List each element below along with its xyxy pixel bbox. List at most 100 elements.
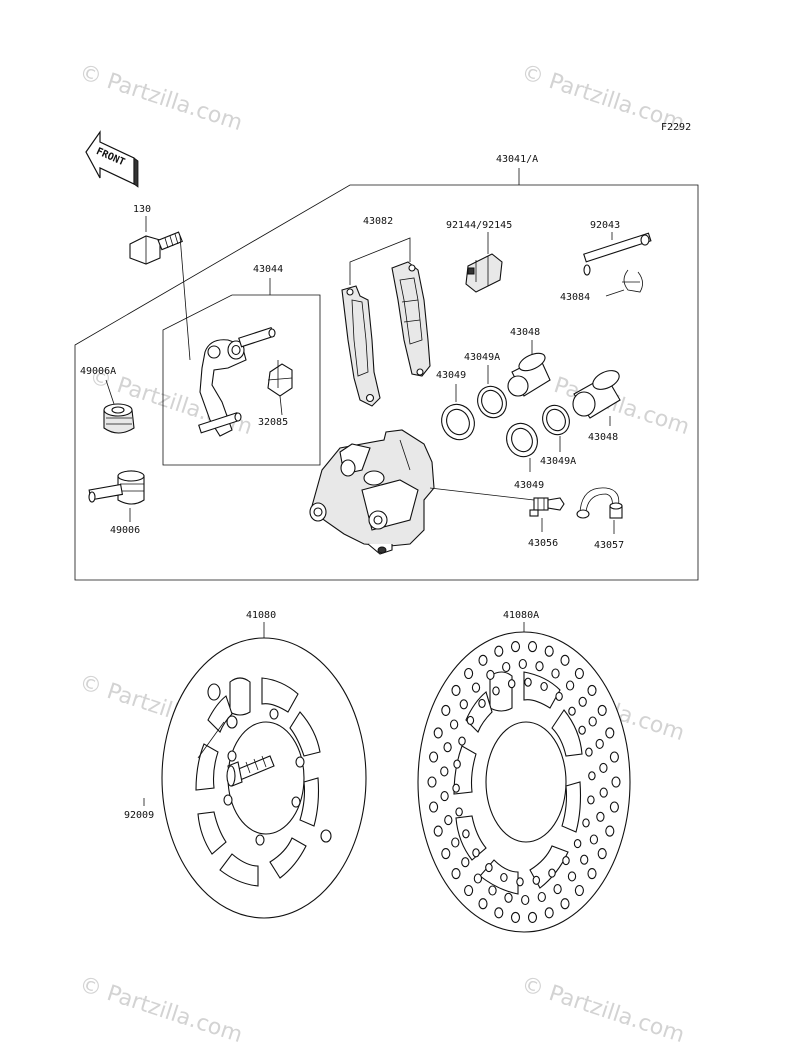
drill-hole [466, 715, 475, 725]
drill-hole [587, 684, 597, 696]
callout-43049A-bottom: 43049A [540, 456, 576, 467]
drill-hole [441, 704, 451, 716]
brake-pad-43082-right [391, 261, 431, 377]
drill-hole [440, 791, 449, 802]
drill-hole [494, 907, 504, 919]
drill-hole [548, 868, 556, 878]
drill-hole [443, 742, 452, 753]
drill-hole [587, 868, 597, 880]
drill-hole [472, 848, 480, 858]
drill-hole [585, 747, 593, 757]
drill-hole [595, 738, 604, 749]
drill-hole [605, 727, 615, 739]
caliper-bracket-43044 [198, 326, 276, 437]
drill-hole [560, 654, 570, 666]
drill-hole [451, 684, 461, 696]
callout-43048-bottom: 43048 [588, 432, 618, 443]
brake-disc-41080A [417, 631, 631, 933]
drill-hole [599, 787, 608, 798]
drill-hole [578, 725, 586, 735]
drill-hole [544, 907, 554, 919]
drill-hole [555, 691, 563, 701]
seal-43049A-top [477, 385, 507, 419]
callout-43048-top: 43048 [510, 327, 540, 338]
drill-hole [597, 848, 607, 860]
drill-hole [567, 871, 577, 882]
caliper-assembly-box [74, 168, 699, 581]
drill-hole [540, 681, 548, 692]
drill-hole [502, 661, 511, 673]
callout-41080A: 41080A [503, 610, 539, 621]
drill-hole [524, 677, 532, 687]
drill-hole [441, 848, 451, 860]
drill-hole [537, 891, 546, 903]
drill-hole [507, 679, 516, 689]
drill-hole [516, 877, 524, 887]
seal-43049A-bottom [542, 404, 570, 436]
drill-hole [485, 863, 493, 873]
bleed-valve-43056 [529, 497, 565, 517]
drill-hole [582, 818, 590, 828]
drill-hole [560, 898, 570, 910]
drill-hole [609, 801, 619, 813]
drill-hole [568, 706, 576, 716]
drill-hole [492, 686, 500, 696]
callout-49006: 49006 [110, 525, 140, 536]
drill-hole [451, 837, 460, 848]
seal-43049-top [441, 403, 475, 441]
drill-hole [464, 667, 474, 680]
brake-disc-41080 [161, 637, 367, 919]
pad-pin-92043 [583, 232, 652, 276]
boot-49006A [103, 403, 135, 434]
drill-hole [553, 884, 562, 895]
drill-hole [433, 825, 443, 837]
drill-hole [518, 658, 527, 670]
drill-hole [587, 795, 595, 805]
callout-43041: 43041/A [496, 154, 538, 165]
drill-hole [478, 698, 486, 708]
bleed-cap-43057 [576, 487, 623, 519]
drill-hole [574, 884, 584, 897]
drill-hole [478, 654, 488, 666]
drill-hole [453, 759, 461, 769]
drill-hole [473, 873, 483, 884]
seal-43049-bottom [506, 422, 538, 458]
disc-screw-92009 [226, 755, 275, 787]
drill-hole [596, 811, 605, 822]
callout-43084: 43084 [560, 292, 590, 303]
drill-hole [521, 894, 530, 906]
drill-hole [427, 776, 437, 788]
drill-hole [609, 751, 619, 763]
callout-49006A: 49006A [80, 366, 116, 377]
drill-hole [494, 645, 504, 657]
drill-hole [458, 736, 466, 746]
pin-clip-43084 [622, 269, 643, 293]
drill-hole [459, 699, 468, 710]
drill-hole [562, 856, 570, 866]
drill-hole [464, 884, 474, 897]
drill-hole [551, 668, 560, 679]
drill-hole [589, 834, 599, 845]
drill-hole [488, 885, 497, 896]
drill-hole [573, 839, 582, 849]
callout-92043: 92043 [590, 220, 620, 231]
drill-hole [429, 801, 439, 813]
drill-hole [429, 751, 439, 763]
drill-hole [461, 857, 470, 868]
drill-hole [605, 825, 615, 837]
callout-43044: 43044 [253, 264, 283, 275]
drill-holes [427, 641, 621, 923]
watermark: © Partzilla.com [76, 972, 245, 1046]
watermark: © Partzilla.com [76, 60, 245, 136]
drill-hole [510, 911, 521, 923]
drill-hole [452, 783, 460, 793]
drill-hole [580, 854, 589, 865]
callout-43056: 43056 [528, 538, 558, 549]
callout-43049-top: 43049 [436, 370, 466, 381]
pad-shim-92144 [465, 253, 503, 293]
drill-hole [486, 669, 495, 680]
callout-43082: 43082 [363, 216, 393, 227]
drill-hole [449, 719, 459, 730]
drill-hole [440, 766, 449, 777]
